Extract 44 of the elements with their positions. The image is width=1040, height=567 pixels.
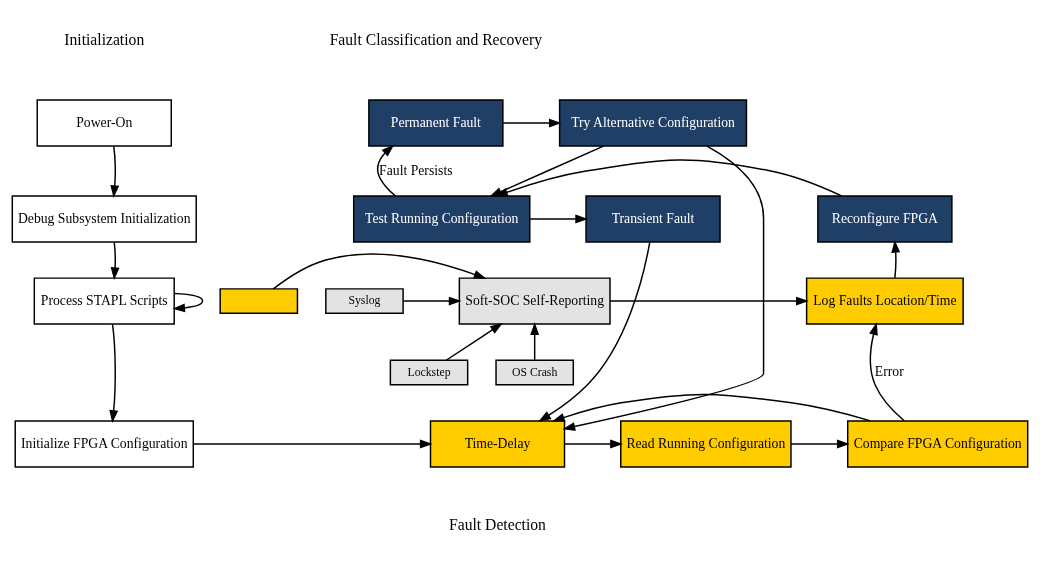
node-box: Transient Fault: [585, 195, 721, 243]
arrow: [538, 241, 651, 422]
arrow: [563, 439, 623, 449]
node-box: Process STAPL Scripts: [33, 277, 175, 325]
arrow: [110, 241, 120, 281]
node-box: Compare FPGA Configuration: [846, 420, 1029, 468]
label: Initialization: [64, 30, 145, 48]
node-box: Soft-SOC Self-Reporting: [458, 277, 611, 325]
node-box: Syslog: [325, 288, 404, 315]
arrow: [502, 118, 562, 128]
node-box: [219, 288, 299, 315]
node-box: Time-Delay: [429, 420, 566, 468]
arrow: [552, 393, 872, 422]
arrow: [376, 144, 397, 197]
arrow: [529, 214, 588, 224]
arrow: [109, 323, 119, 423]
node-box: Power-On: [36, 99, 172, 147]
arrow: [891, 240, 901, 279]
node-box: Debug Subsystem Initialization: [11, 195, 197, 243]
label: Fault Classification and Recovery: [329, 30, 543, 48]
node-box: Lockstep: [389, 359, 469, 386]
node-box: Read Running Configuration: [620, 420, 792, 468]
arrow: [869, 322, 905, 422]
node-box: Initialize FPGA Configuration: [14, 420, 194, 468]
edge-label: Fault Persists: [379, 162, 453, 178]
arrow: [495, 159, 843, 197]
arrow: [272, 253, 487, 290]
arrow: [172, 292, 204, 313]
arrow: [402, 296, 462, 306]
arrow: [790, 439, 850, 449]
node-box: Test Running Configuration: [352, 195, 531, 243]
node-box: Try Alternative Configuration: [558, 99, 748, 147]
arrow: [562, 145, 765, 431]
node-box: Reconfigure FPGA: [817, 195, 953, 243]
node-box: OS Crash: [495, 359, 575, 386]
arrow: [192, 439, 433, 449]
node-box: Permanent Fault: [368, 99, 504, 147]
edge-label: Error: [874, 364, 904, 380]
node-box: Log Faults Location/Time: [805, 277, 964, 325]
arrow: [445, 323, 503, 361]
arrow: [609, 296, 809, 306]
arrow: [530, 322, 540, 361]
arrow: [110, 145, 120, 199]
label: Fault Detection: [449, 515, 546, 533]
